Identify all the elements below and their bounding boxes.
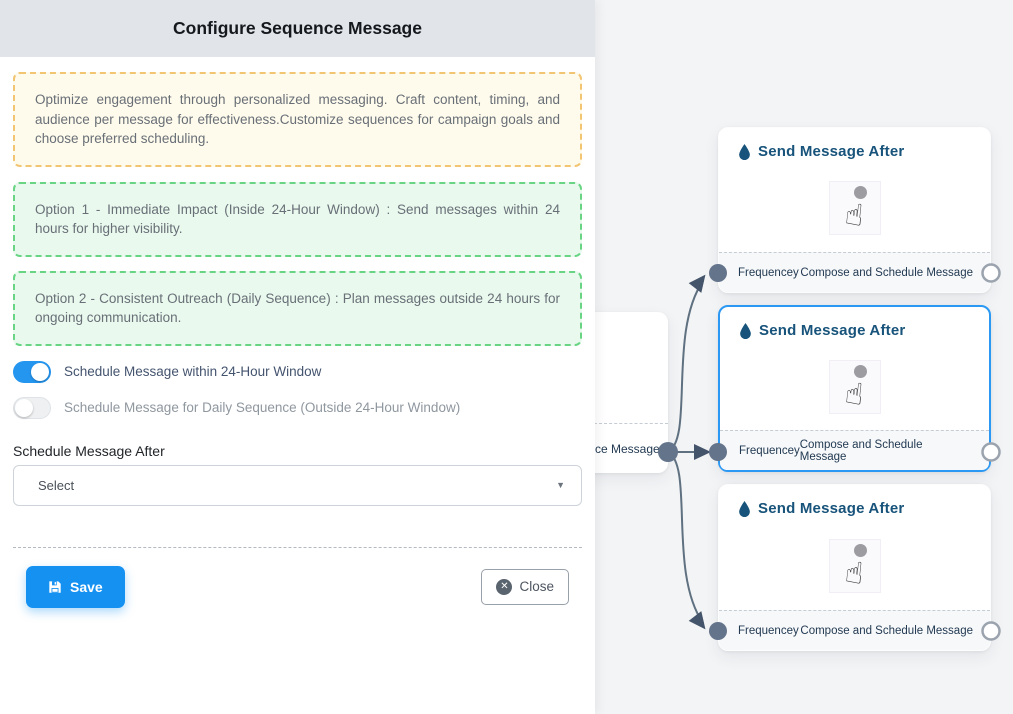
compose-handle-label: Compose and Schedule Message: [800, 624, 973, 637]
select-value: Select: [38, 477, 75, 493]
schedule-after-select[interactable]: Select ▼: [13, 464, 582, 506]
source-node-label: ce Message: [595, 441, 660, 456]
arrowhead-bottom: [688, 611, 706, 630]
water-drop-icon: [740, 322, 751, 339]
compose-handle-label: Compose and Schedule Message: [800, 266, 973, 279]
node-title: Send Message After: [720, 307, 989, 339]
panel-title: Configure Sequence Message: [173, 18, 422, 38]
tap-hand-icon: ☝: [828, 538, 881, 593]
within-24hour-toggle[interactable]: [13, 360, 51, 383]
toggle-row-24hour: Schedule Message within 24-Hour Window: [13, 360, 582, 383]
x-circle-icon: ✕: [496, 578, 513, 595]
arrowhead-top: [688, 274, 706, 293]
close-button[interactable]: ✕ Close: [481, 568, 569, 605]
schedule-after-label: Schedule Message After: [13, 442, 165, 459]
send-message-after-node-1[interactable]: Send Message After ☝ Frequencey Compose …: [718, 127, 991, 293]
node-footer: Frequencey Compose and Schedule Message: [719, 610, 990, 650]
send-message-after-node-2[interactable]: Send Message After ☝ Frequencey Compose …: [718, 305, 991, 472]
daily-sequence-toggle-label: Schedule Message for Daily Sequence (Out…: [64, 400, 461, 416]
node-title: Send Message After: [719, 485, 990, 517]
frequency-handle-label: Frequencey: [738, 266, 799, 279]
configure-sequence-message-panel: Configure Sequence Message Optimize enga…: [0, 0, 595, 714]
send-message-after-node-3[interactable]: Send Message After ☝ Frequencey Compose …: [718, 484, 991, 651]
toggle-row-daily: Schedule Message for Daily Sequence (Out…: [13, 396, 582, 419]
tap-hand-icon: ☝: [828, 181, 881, 235]
frequency-handle-label: Frequencey: [738, 624, 799, 637]
node-footer: Frequencey Compose and Schedule Message: [719, 252, 990, 292]
source-node-footer: ce Message: [538, 423, 668, 473]
frequency-handle-label: Frequencey: [739, 444, 800, 457]
panel-header: Configure Sequence Message: [0, 0, 595, 57]
option2-note: Option 2 - Consistent Outreach (Daily Se…: [13, 270, 582, 346]
option1-note: Option 1 - Immediate Impact (Inside 24-H…: [13, 181, 582, 257]
node-footer: Frequencey Compose and Schedule Message: [720, 430, 989, 470]
caret-down-icon: ▼: [556, 480, 565, 491]
footer-divider: [13, 546, 582, 548]
info-note: Optimize engagement through personalized…: [13, 72, 582, 167]
arrowhead-middle: [694, 444, 711, 460]
floppy-icon: [49, 581, 61, 593]
compose-handle-label: Compose and Schedule Message: [799, 438, 923, 463]
node-title: Send Message After: [719, 128, 990, 160]
daily-sequence-toggle[interactable]: [13, 396, 51, 419]
save-button[interactable]: Save: [26, 565, 125, 608]
water-drop-icon: [739, 143, 750, 160]
water-drop-icon: [739, 500, 750, 517]
tap-hand-icon: ☝: [828, 359, 881, 414]
within-24hour-toggle-label: Schedule Message within 24-Hour Window: [64, 364, 322, 380]
